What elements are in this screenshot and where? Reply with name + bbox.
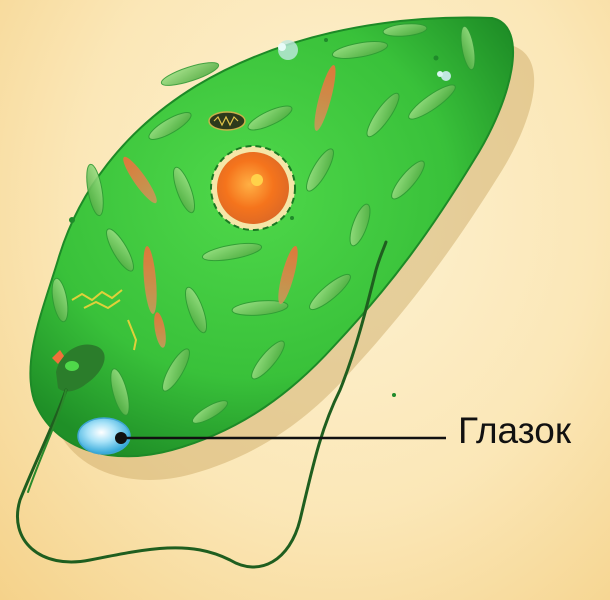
- nucleus: [211, 146, 295, 230]
- eyespot-leader-dot: [115, 432, 127, 444]
- dark-organelle: [209, 112, 245, 130]
- eyespot-label: Глазок: [458, 412, 571, 449]
